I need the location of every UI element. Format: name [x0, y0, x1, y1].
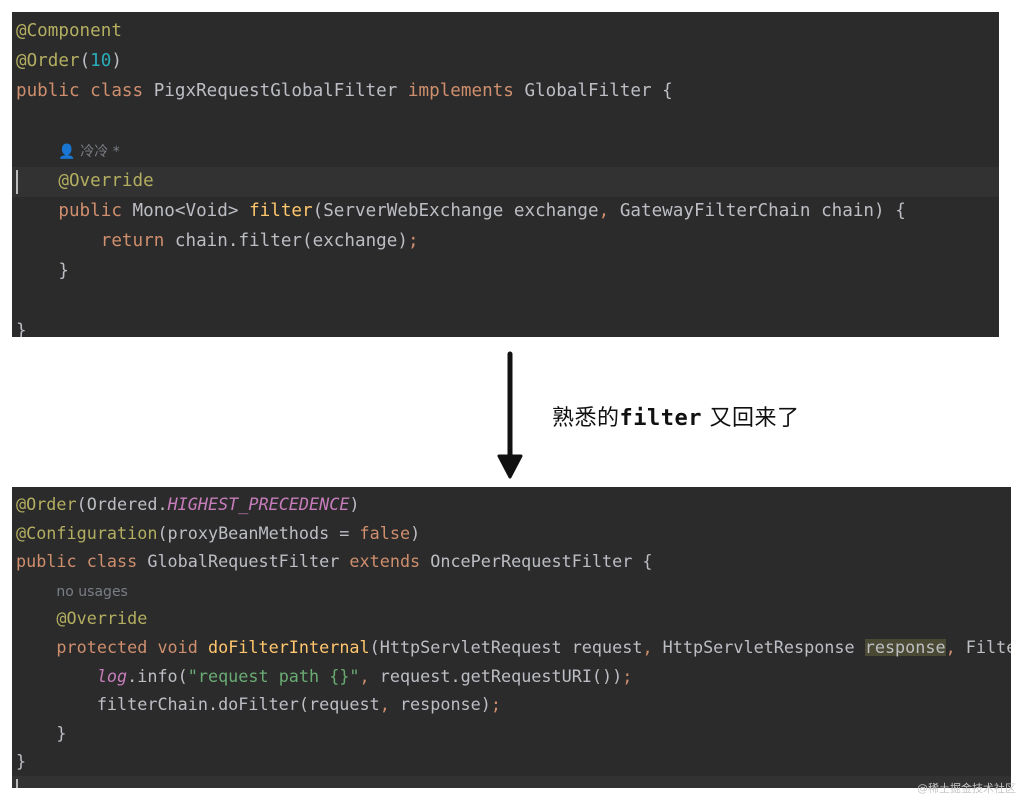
- code-token: ;: [622, 665, 633, 686]
- code-line[interactable]: @Configuration(proxyBeanMethods = false): [12, 519, 1011, 548]
- code-token: }: [16, 722, 67, 743]
- code-token: Mono<Void>: [132, 201, 250, 221]
- code-token: FilterChain filterChain): [965, 637, 1011, 657]
- code-token: request.getRequestURI()): [379, 665, 623, 686]
- code-panel-after: @Order(Ordered.HIGHEST_PRECEDENCE)@Confi…: [12, 487, 1011, 788]
- code-line[interactable]: }: [12, 317, 999, 337]
- inlay-hint: 👤 冷冷 *: [58, 144, 120, 160]
- code-line[interactable]: log.info("request path {}", request.getR…: [12, 662, 1011, 691]
- code-line[interactable]: filterChain.doFilter(request, response);: [12, 690, 1011, 719]
- code-token: response): [399, 694, 491, 715]
- code-token: false: [359, 522, 411, 543]
- code-token: ;: [407, 231, 419, 251]
- code-token: @Order: [16, 494, 77, 514]
- code-token: (: [79, 51, 91, 71]
- code-token: ;: [490, 694, 501, 715]
- code-token: log: [96, 665, 128, 686]
- code-token: }: [16, 261, 69, 281]
- code-line[interactable]: no usages: [12, 576, 1011, 605]
- code-token: public class: [16, 551, 148, 572]
- code-token: [16, 639, 56, 656]
- code-token: implements: [407, 81, 525, 101]
- code-line[interactable]: return chain.filter(exchange);: [12, 227, 999, 257]
- code-token: [16, 668, 97, 685]
- code-token: .info(: [127, 665, 188, 686]
- code-token: protected void: [56, 637, 208, 657]
- code-token: (Ordered.: [76, 494, 168, 514]
- code-token: HIGHEST_PRECEDENCE: [167, 494, 350, 514]
- code-token: [16, 582, 56, 599]
- code-token: }: [16, 751, 27, 772]
- code-token: }: [16, 321, 27, 337]
- code-token: ,: [642, 637, 663, 657]
- code-line[interactable]: public Mono<Void> filter(ServerWebExchan…: [12, 197, 999, 227]
- code-token: GatewayFilterChain chain) {: [619, 201, 906, 221]
- code-token: @Override: [58, 171, 154, 191]
- code-token: chain.filter(exchange): [174, 231, 408, 251]
- code-token: extends: [349, 551, 431, 572]
- code-line[interactable]: }: [12, 257, 999, 287]
- code-token: @Override: [56, 608, 148, 629]
- code-line[interactable]: public class PigxRequestGlobalFilter imp…: [12, 77, 999, 107]
- code-token: GlobalFilter {: [524, 81, 673, 101]
- code-token: ): [410, 522, 421, 543]
- code-token: ,: [945, 637, 966, 657]
- code-token: HttpServletResponse: [662, 637, 865, 657]
- code-line[interactable]: @Override: [12, 167, 999, 197]
- code-token: @Configuration: [16, 522, 158, 543]
- code-token: response: [864, 637, 946, 657]
- code-token: filter: [249, 201, 313, 221]
- code-line[interactable]: @Order(Ordered.HIGHEST_PRECEDENCE): [12, 490, 1011, 519]
- code-token: PigxRequestGlobalFilter: [153, 81, 408, 101]
- code-token: ): [111, 51, 122, 71]
- text-caret: [16, 170, 18, 194]
- code-line[interactable]: [12, 776, 1011, 788]
- code-token: @Order: [16, 51, 80, 71]
- caption-code: filter: [619, 406, 702, 431]
- code-token: GlobalRequestFilter: [147, 551, 350, 572]
- code-token: public: [58, 201, 133, 221]
- code-line[interactable]: @Order(10): [12, 47, 999, 77]
- watermark: @稀土掘金技术社区: [917, 782, 1016, 795]
- code-token: [16, 610, 56, 627]
- code-token: OncePerRequestFilter {: [430, 551, 653, 572]
- code-line[interactable]: 👤 冷冷 *: [12, 137, 999, 167]
- code-panel-before: @Component@Order(10)public class PigxReq…: [12, 12, 999, 337]
- code-token: ,: [379, 694, 400, 715]
- code-line[interactable]: public class GlobalRequestFilter extends…: [12, 547, 1011, 576]
- code-token: "request path {}": [187, 665, 360, 686]
- code-token: ): [349, 494, 360, 514]
- code-line[interactable]: @Override: [12, 604, 1011, 633]
- caption-text-1: 熟悉的: [552, 406, 620, 431]
- code-token: [16, 696, 97, 713]
- caption-text-2: 又回来了: [702, 406, 800, 431]
- code-token: return: [100, 231, 175, 251]
- code-token: (proxyBeanMethods =: [157, 522, 360, 543]
- code-token: doFilterInternal: [207, 637, 370, 657]
- inlay-hint: no usages: [56, 583, 128, 600]
- code-line[interactable]: }: [12, 719, 1011, 748]
- code-line[interactable]: protected void doFilterInternal(HttpServ…: [12, 633, 1011, 662]
- code-token: ,: [598, 201, 620, 221]
- code-token: 10: [90, 51, 112, 71]
- code-token: (HttpServletRequest request: [369, 637, 643, 657]
- code-line[interactable]: }: [12, 747, 1011, 776]
- code-token: @Component: [16, 21, 122, 41]
- transition-caption: 熟悉的filter 又回来了: [552, 400, 800, 432]
- code-token: ,: [359, 665, 380, 686]
- code-token: (ServerWebExchange exchange: [312, 201, 599, 221]
- text-caret: [16, 779, 18, 788]
- code-line[interactable]: @Component: [12, 17, 999, 47]
- code-token: filterChain.doFilter(request: [96, 694, 380, 715]
- code-token: public class: [16, 81, 154, 101]
